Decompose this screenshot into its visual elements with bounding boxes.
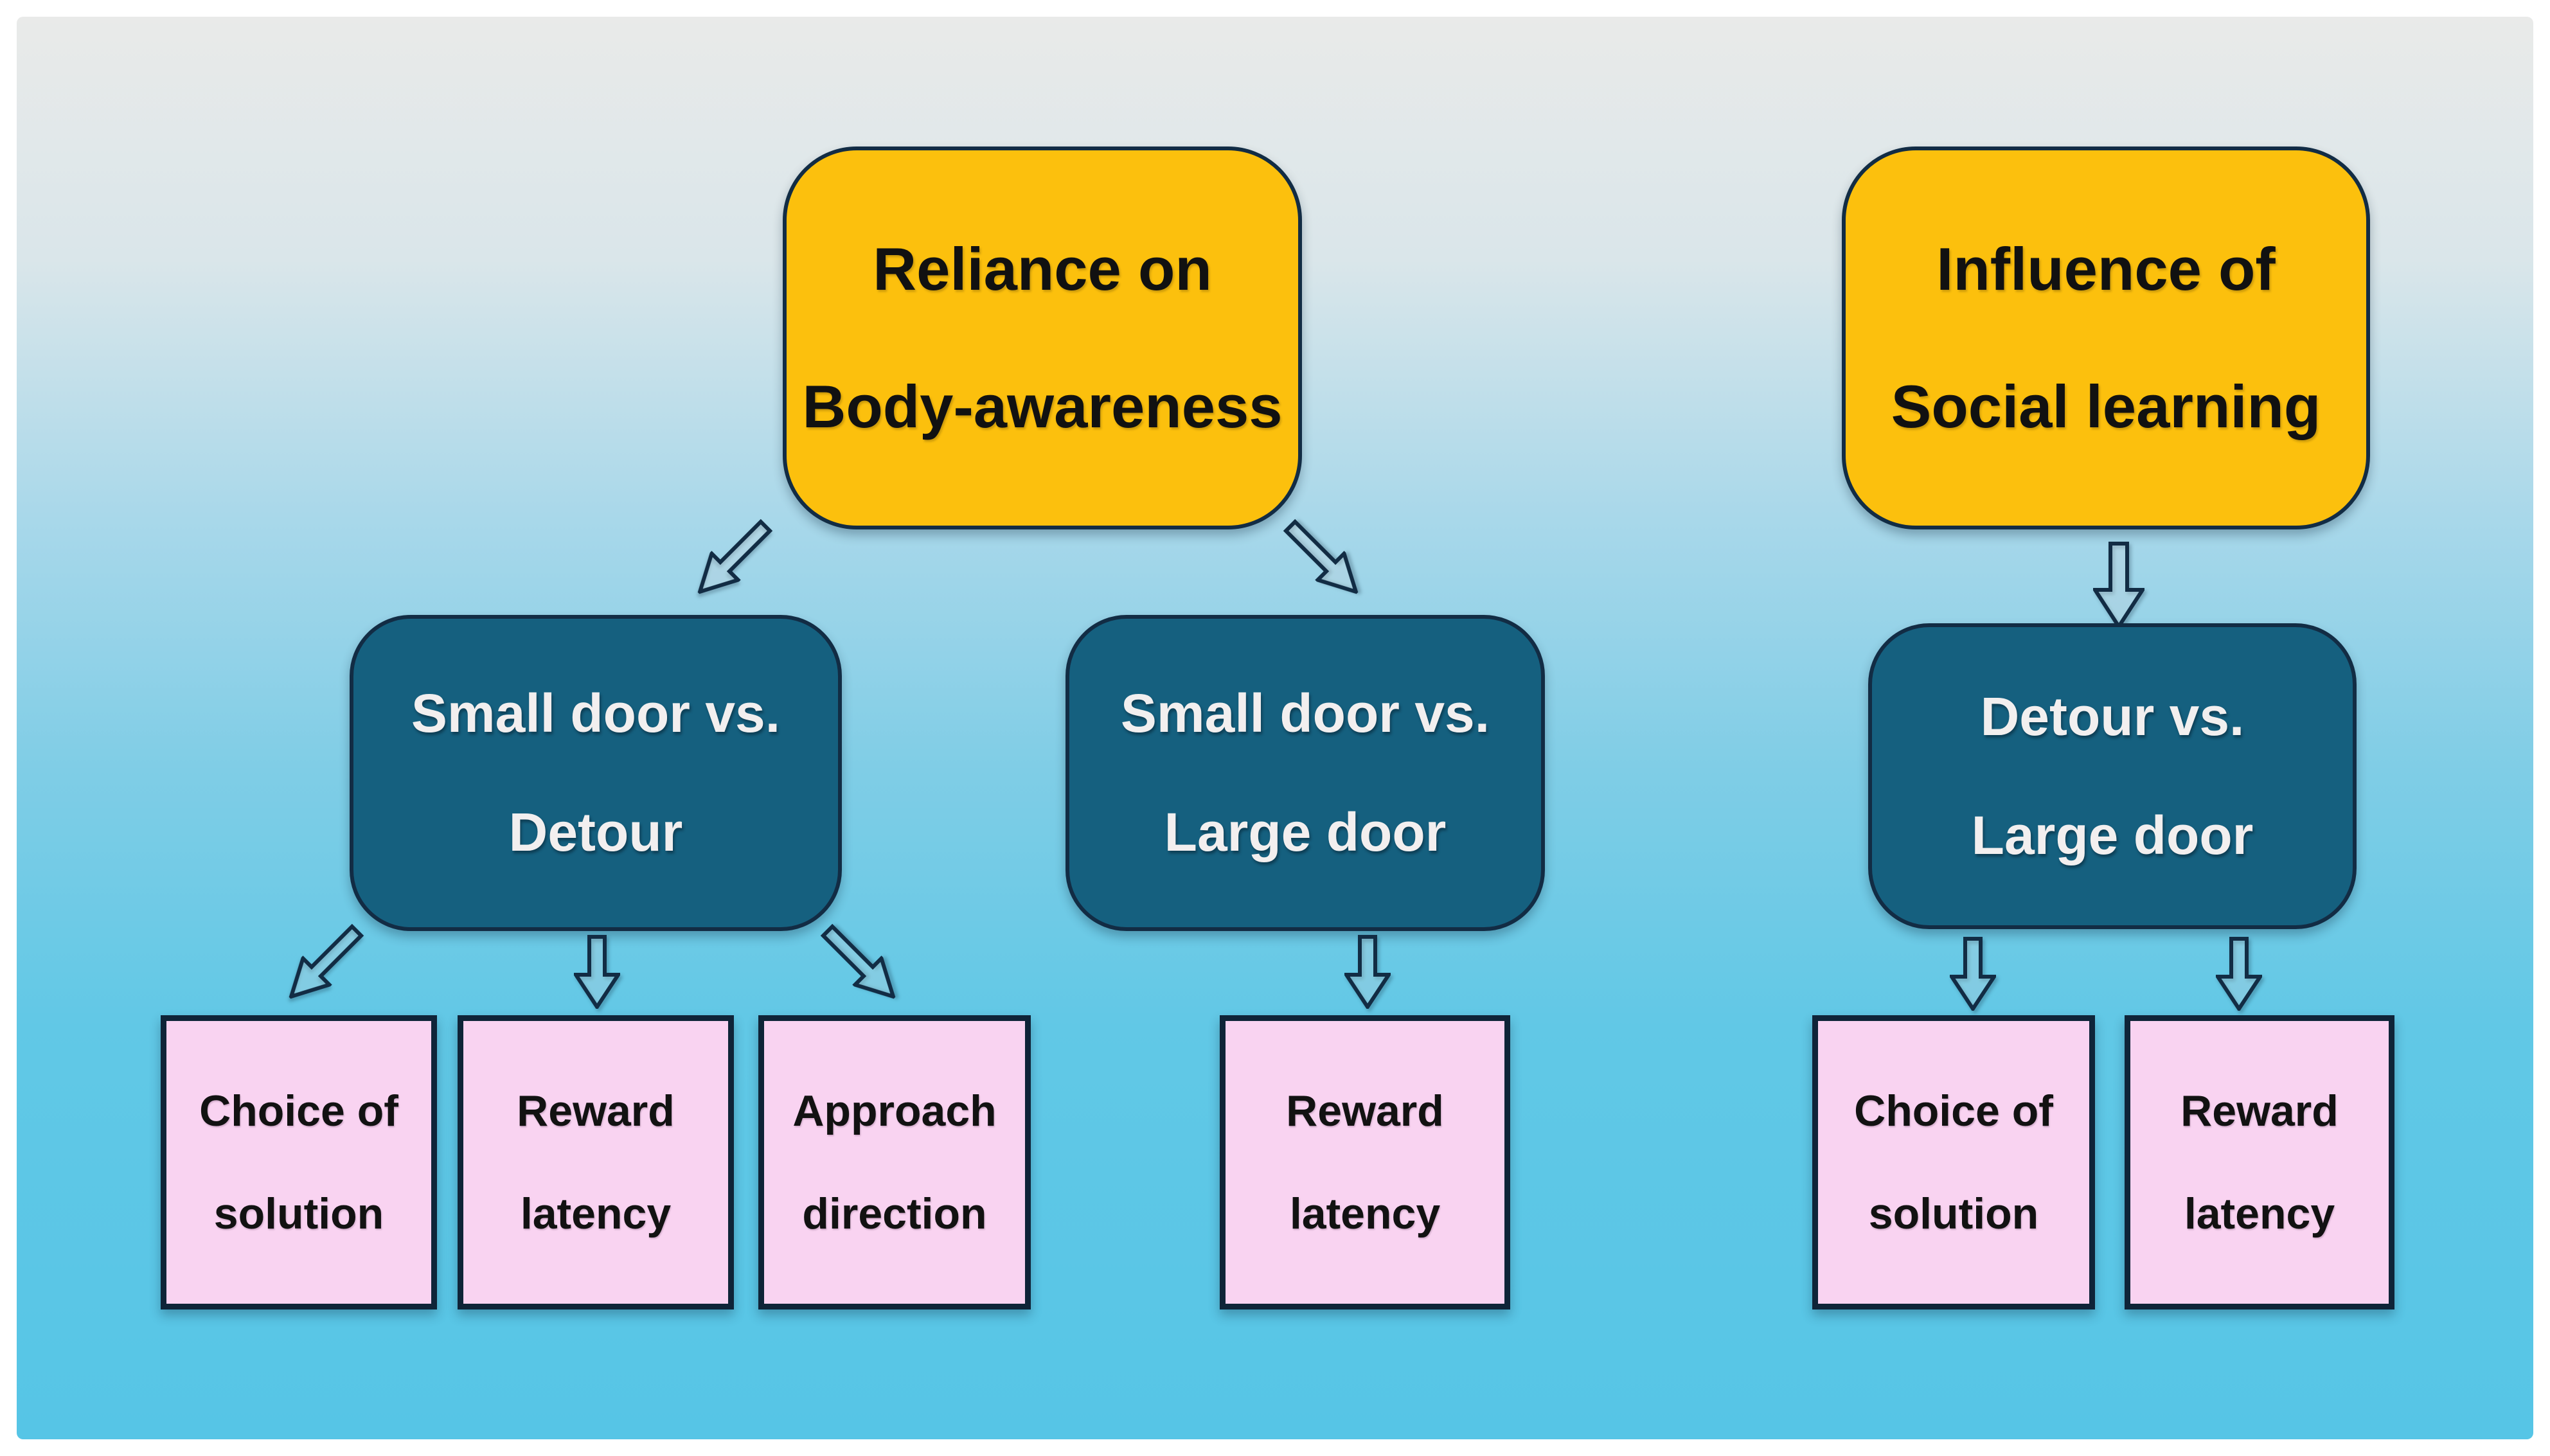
node-label-line: Small door vs. bbox=[1120, 683, 1490, 744]
topic-node-body-awareness: Reliance on Body-awareness bbox=[783, 146, 1302, 529]
arrow-down-icon bbox=[574, 935, 620, 1009]
arrow-down-left-icon bbox=[684, 510, 781, 607]
node-label-line: latency bbox=[1289, 1189, 1441, 1238]
node-label-line: Reward bbox=[2180, 1086, 2339, 1135]
node-label-line: latency bbox=[520, 1189, 672, 1238]
measure-node-choice-of-solution-1: Choice of solution bbox=[161, 1015, 437, 1310]
comparison-node-small-door-vs-detour: Small door vs. Detour bbox=[350, 615, 842, 931]
node-label-line: solution bbox=[213, 1189, 384, 1238]
comparison-node-small-door-vs-large-door: Small door vs. Large door bbox=[1065, 615, 1545, 931]
measure-node-reward-latency-3: Reward latency bbox=[2125, 1015, 2394, 1310]
node-label-line: Reliance on bbox=[873, 235, 1212, 303]
node-label-line: Detour bbox=[508, 802, 683, 862]
comparison-node-detour-vs-large-door: Detour vs. Large door bbox=[1868, 623, 2357, 929]
measure-node-choice-of-solution-2: Choice of solution bbox=[1812, 1015, 2095, 1310]
node-label-line: Choice of bbox=[199, 1086, 398, 1135]
node-label-line: Influence of bbox=[1936, 235, 2276, 303]
arrow-down-icon bbox=[2093, 542, 2144, 628]
measure-node-reward-latency-1: Reward latency bbox=[458, 1015, 734, 1310]
node-label-line: solution bbox=[1868, 1189, 2039, 1238]
arrow-down-icon bbox=[1344, 935, 1391, 1009]
node-label-line: Small door vs. bbox=[411, 683, 781, 744]
node-label-line: Large door bbox=[1164, 802, 1447, 862]
node-label-line: Reward bbox=[1286, 1086, 1444, 1135]
measure-node-approach-direction: Approach direction bbox=[758, 1015, 1031, 1310]
node-label-line: Reward bbox=[517, 1086, 675, 1135]
measure-node-reward-latency-2: Reward latency bbox=[1220, 1015, 1510, 1310]
topic-node-social-learning: Influence of Social learning bbox=[1842, 146, 2370, 529]
node-label-line: Approach bbox=[792, 1086, 997, 1135]
arrow-down-icon bbox=[1950, 937, 1996, 1011]
node-label-line: Large door bbox=[1971, 805, 2254, 866]
arrow-down-left-icon bbox=[275, 915, 372, 1012]
node-label-line: Detour vs. bbox=[1980, 686, 2245, 747]
node-label-line: latency bbox=[2184, 1189, 2335, 1238]
node-label-line: Choice of bbox=[1854, 1086, 2053, 1135]
node-label-line: Social learning bbox=[1891, 372, 2321, 440]
arrow-down-right-icon bbox=[1274, 510, 1371, 607]
node-label-line: Body-awareness bbox=[802, 372, 1283, 440]
node-label-line: direction bbox=[802, 1189, 987, 1238]
arrow-down-icon bbox=[2216, 937, 2262, 1011]
arrow-down-right-icon bbox=[812, 915, 909, 1012]
